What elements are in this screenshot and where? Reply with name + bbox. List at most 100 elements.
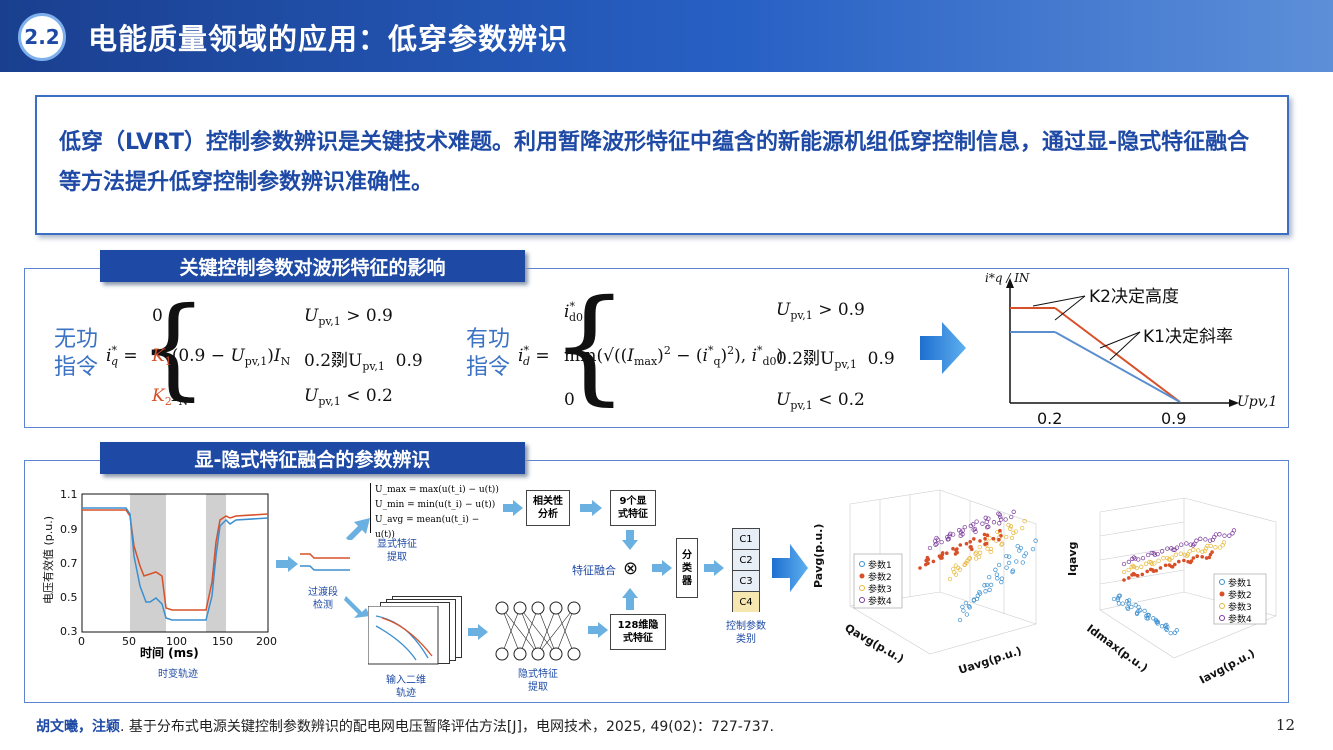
scatter-point bbox=[977, 544, 982, 550]
scatter-point bbox=[994, 572, 999, 577]
scatter-point bbox=[968, 545, 973, 549]
scatter-point bbox=[1174, 628, 1179, 633]
scatter-point bbox=[985, 546, 990, 552]
plot1-ytick-1: 0.9 bbox=[60, 523, 78, 536]
tick-09: 0.9 bbox=[1161, 409, 1186, 428]
scatter-point bbox=[1127, 576, 1131, 580]
scatter-point bbox=[1130, 563, 1136, 569]
graph-xlabel: Upv,1 bbox=[1237, 394, 1277, 410]
scatter-point bbox=[998, 528, 1002, 533]
scatter-point bbox=[1188, 542, 1193, 547]
scatter-point bbox=[987, 587, 992, 592]
fusion-label: 特征融合 bbox=[572, 564, 616, 577]
scatter-point bbox=[1142, 608, 1147, 614]
sc1-xlabel: Qavg(p.u.) bbox=[843, 621, 907, 665]
ad-case1-cond: Upv,1 > 0.9 bbox=[776, 300, 865, 322]
transition-mini-plot bbox=[300, 553, 350, 571]
scatter-point bbox=[1009, 514, 1014, 520]
scatter-point bbox=[1165, 546, 1170, 551]
scatter-point bbox=[997, 521, 1002, 526]
scatter-point bbox=[983, 515, 988, 520]
sc1-ylabel: Uavg(p.u.) bbox=[957, 644, 1023, 677]
scatter-point bbox=[985, 533, 990, 537]
scatter-point bbox=[1179, 542, 1184, 547]
scatter-point bbox=[1022, 519, 1027, 524]
scatter3d-2: 参数1 参数2 参数3 参数4 Iqavg Idmax(p.u.) Iavg(p… bbox=[1066, 497, 1277, 687]
scatter-point bbox=[1168, 630, 1173, 636]
scatter-point bbox=[986, 524, 991, 529]
scatter-point bbox=[1015, 543, 1020, 549]
scatter-point bbox=[939, 539, 944, 545]
scatter-point bbox=[980, 521, 985, 526]
scatter-point bbox=[940, 552, 945, 557]
scatter-point bbox=[975, 593, 980, 598]
scatter-point bbox=[1204, 556, 1209, 560]
scatter-point bbox=[1132, 564, 1137, 570]
scatter-point bbox=[999, 579, 1004, 585]
scatter-point bbox=[978, 539, 982, 543]
scatter-point bbox=[962, 524, 967, 530]
plot1-xtick-2: 100 bbox=[166, 635, 187, 646]
scatter-point bbox=[1139, 564, 1144, 569]
section1-title: 关键控制参数对波形特征的影响 bbox=[100, 250, 525, 282]
scatter-point bbox=[984, 541, 989, 546]
scatter-point bbox=[1164, 627, 1169, 632]
scatter-point bbox=[1140, 555, 1146, 561]
graph-ylabel: i*q / IN bbox=[985, 271, 1030, 285]
brace-1: { bbox=[138, 283, 208, 411]
control-params-panel bbox=[24, 268, 1289, 428]
scatter-point bbox=[1222, 533, 1227, 538]
scatter-point bbox=[1172, 630, 1178, 635]
implicit-128-box: 128维隐 式特征 bbox=[610, 614, 666, 650]
scatter-point bbox=[945, 534, 950, 540]
scatter-point bbox=[1231, 528, 1237, 533]
scatter-point bbox=[967, 556, 972, 561]
scatter-point bbox=[967, 605, 972, 610]
lvrt-curve-graph: i*q / IN K2决定高度 K1决定斜率 0.2 0.9 Upv,1 bbox=[985, 271, 1277, 428]
scatter-point bbox=[1136, 557, 1141, 562]
scatter-point bbox=[1129, 604, 1134, 610]
scatter-point bbox=[1208, 543, 1213, 549]
scatter-point bbox=[968, 540, 972, 544]
plot1-xtick-1: 50 bbox=[122, 635, 136, 646]
intro-box: 低穿（LVRT）控制参数辨识是关键技术难题。利用暂降波形特征中蕴含的新能源机组低… bbox=[35, 95, 1289, 235]
active-command-label: 有功 指令 bbox=[458, 326, 518, 382]
scatter-point bbox=[1006, 554, 1012, 559]
scatter-point bbox=[1195, 548, 1201, 553]
scatter-point bbox=[934, 541, 939, 547]
ad-case3-cond-text: < 0.2 bbox=[818, 390, 865, 410]
scatter-point bbox=[1203, 537, 1208, 542]
scatter-point bbox=[1173, 552, 1179, 557]
scatter-point bbox=[1159, 549, 1165, 554]
scatter-point bbox=[1023, 551, 1029, 556]
class-c4: C4 bbox=[733, 592, 759, 612]
scatter-point bbox=[965, 558, 970, 563]
scatter-point bbox=[961, 608, 966, 613]
scatter-point bbox=[1014, 559, 1019, 564]
formula-avg: U_avg = mean(u(t_i) − u(t)) bbox=[375, 515, 480, 540]
scatter-point bbox=[1174, 545, 1180, 550]
right-arrow-icon bbox=[920, 322, 966, 374]
scatter-point bbox=[982, 583, 987, 588]
scatter-point bbox=[1145, 569, 1149, 574]
scatter-point bbox=[1194, 538, 1199, 543]
scatter-point bbox=[960, 604, 965, 610]
scatter-point bbox=[1122, 578, 1126, 582]
scatter3d-1: 参数1 参数2 参数3 参数4 Pavg(p.u.) Qavg(p.u.) Ua… bbox=[812, 489, 1038, 677]
corr-analysis-box: 相关性 分析 bbox=[526, 490, 570, 526]
fusion-panel bbox=[24, 460, 1289, 703]
scatter-point bbox=[1184, 541, 1189, 546]
scatter-point bbox=[958, 529, 964, 535]
scatter-point bbox=[1155, 551, 1160, 557]
rq-case3-cond-text: < 0.2 bbox=[346, 386, 393, 406]
ctrl-cat-label: 控制参数 类别 bbox=[726, 621, 766, 645]
class-c3: C3 bbox=[733, 571, 759, 592]
scatter-point bbox=[1136, 604, 1141, 610]
sc1-legend-2: 参数2 bbox=[868, 571, 892, 583]
scatter-point bbox=[1116, 593, 1122, 599]
scatter-point bbox=[971, 522, 976, 527]
plot1-ytick-2: 0.7 bbox=[60, 557, 78, 570]
section-badge: 2.2 bbox=[18, 13, 66, 61]
scatter-point bbox=[1182, 558, 1186, 563]
scatter-point bbox=[957, 617, 963, 623]
